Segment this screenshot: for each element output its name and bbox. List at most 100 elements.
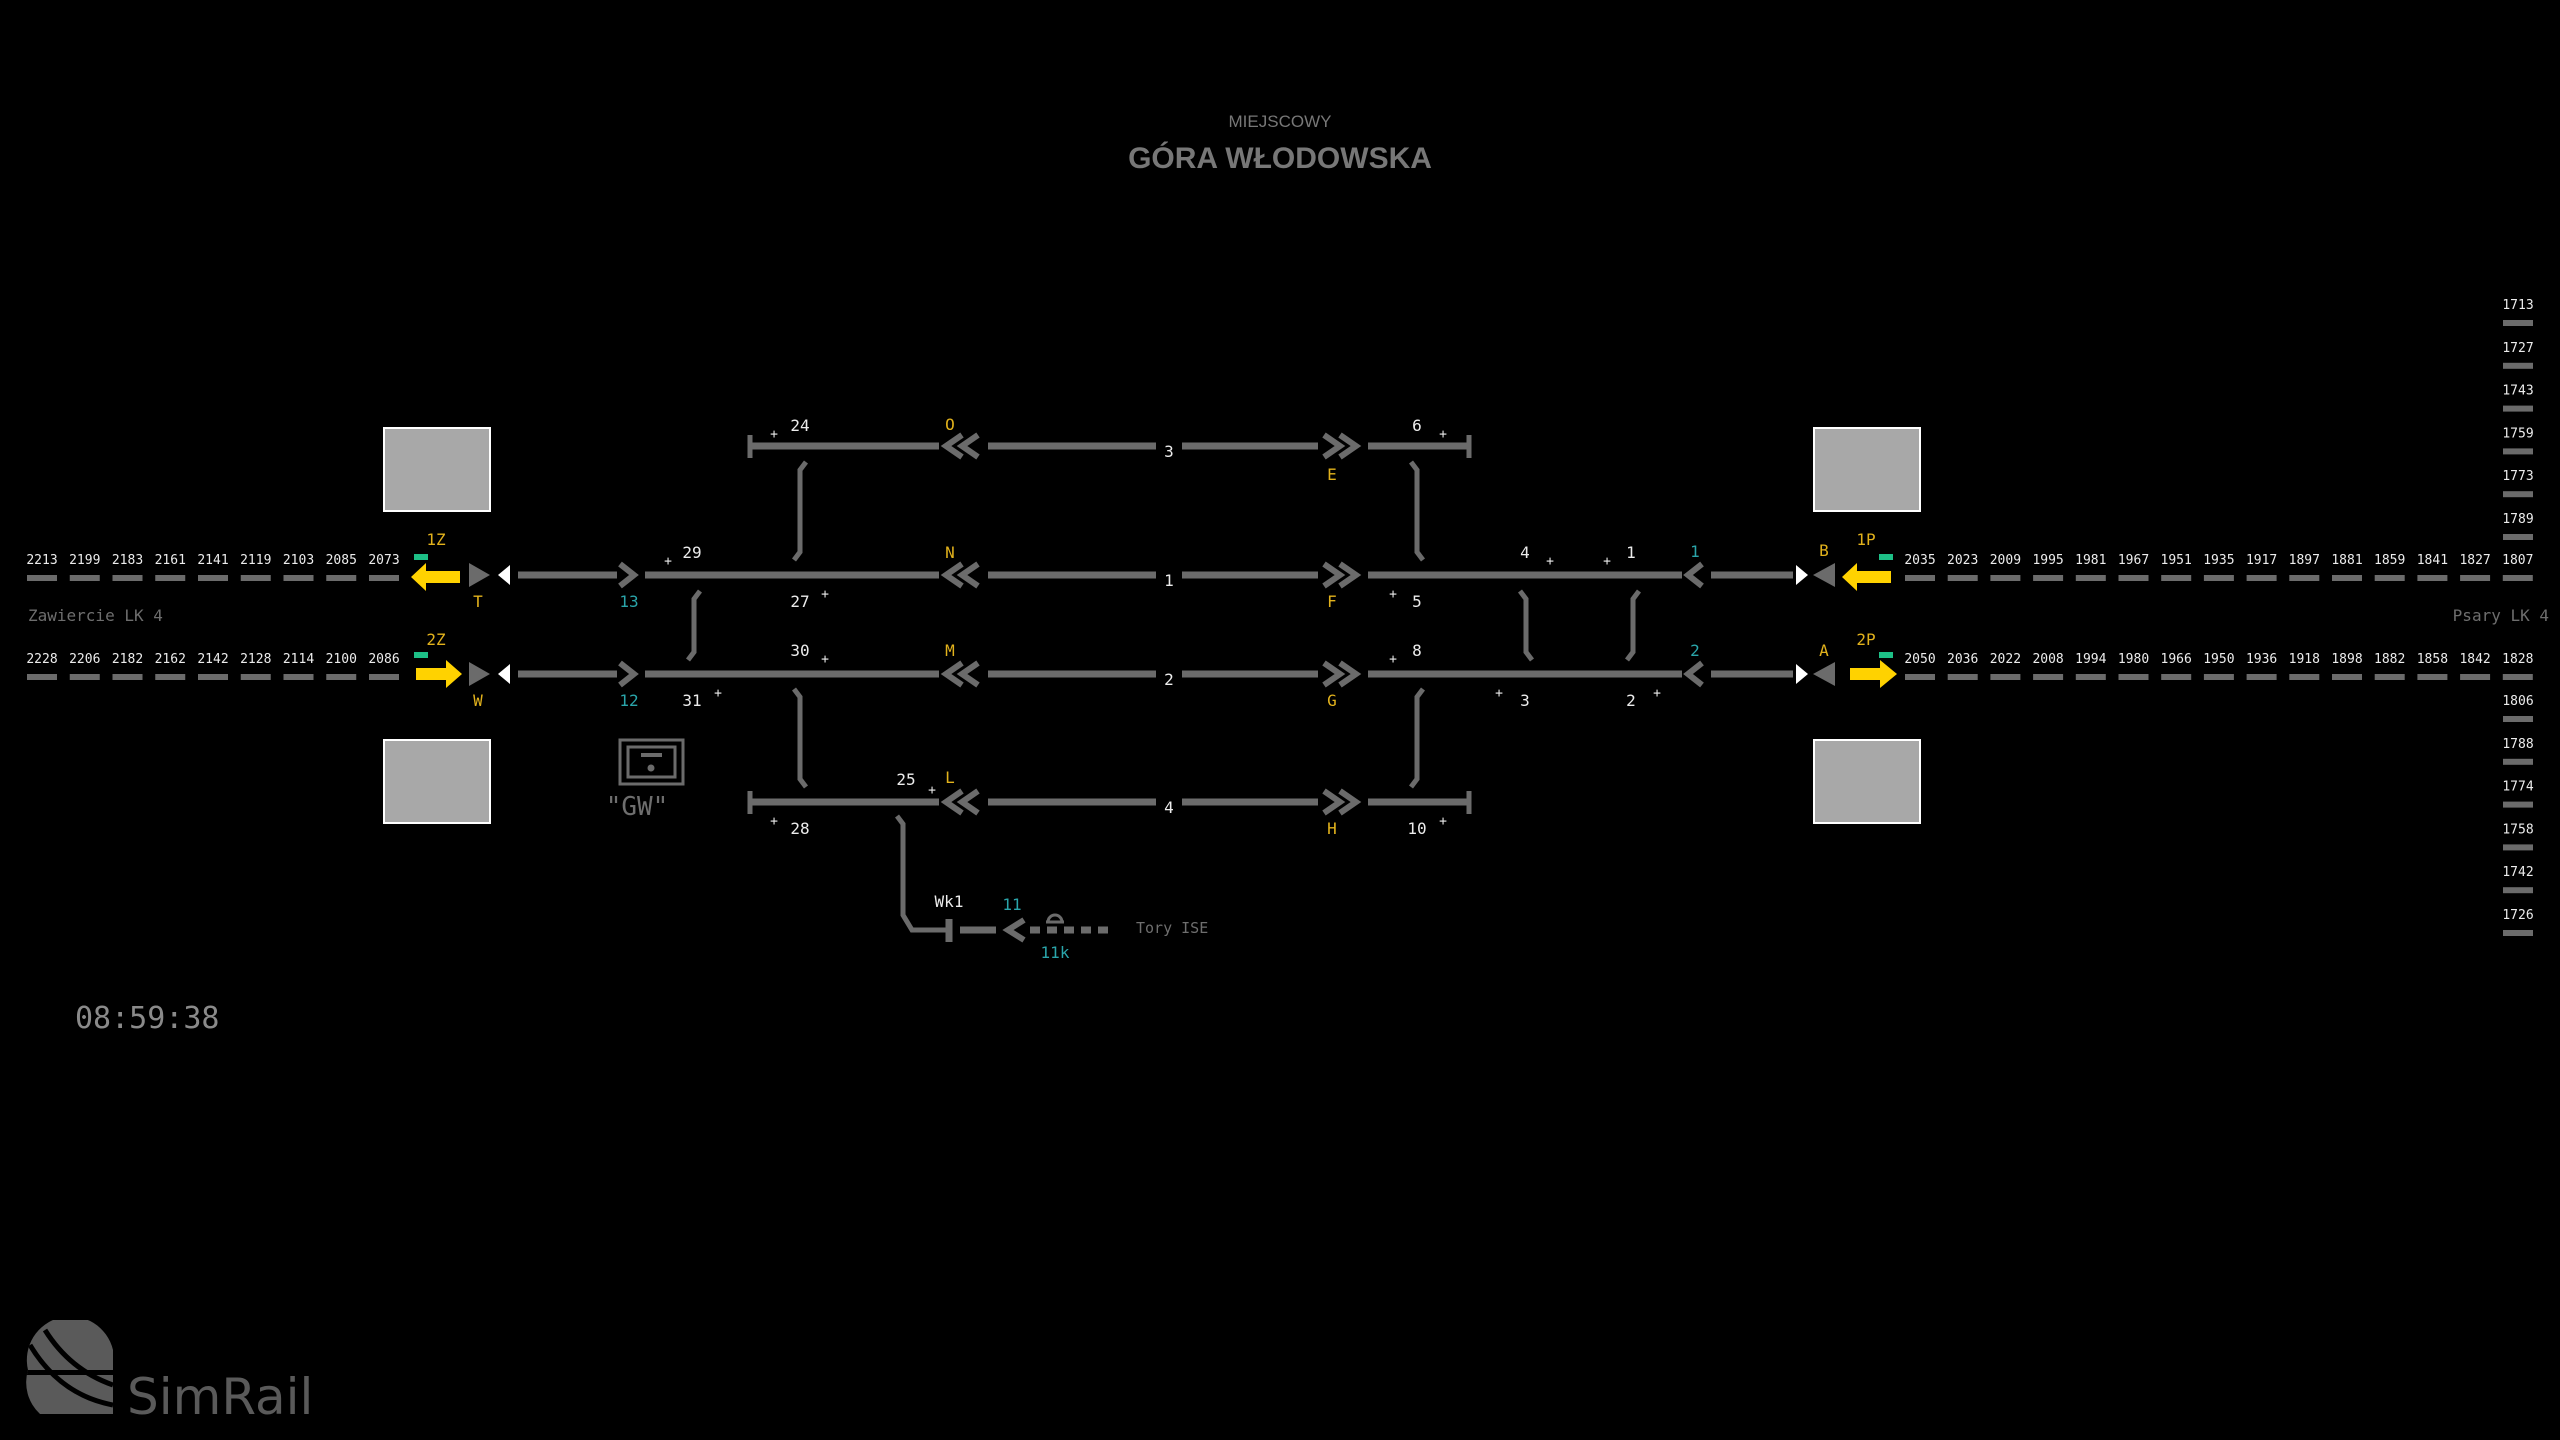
km-block-section[interactable]: [2503, 405, 2533, 412]
km-block-section[interactable]: [27, 575, 57, 581]
section-11-label[interactable]: 11: [1002, 895, 1021, 914]
signal-A-label[interactable]: A: [1819, 641, 1829, 660]
km-block-section[interactable]: [2289, 674, 2320, 680]
km-block-section[interactable]: [2460, 575, 2491, 581]
switch-6-label[interactable]: 6: [1412, 416, 1422, 435]
signal-G-label[interactable]: G: [1327, 691, 1337, 710]
track-4[interactable]: [747, 791, 1472, 814]
signal-B-icon[interactable]: [1813, 563, 1835, 587]
signal-M-label[interactable]: M: [945, 641, 955, 660]
km-block-section[interactable]: [198, 674, 228, 680]
km-block-section[interactable]: [2503, 320, 2533, 326]
km-block-section[interactable]: [2503, 448, 2533, 455]
signal-H-icon[interactable]: [1322, 788, 1362, 816]
km-block-section[interactable]: [2033, 575, 2064, 581]
signal-N-label[interactable]: N: [945, 543, 955, 562]
km-block-section[interactable]: [1947, 674, 1978, 680]
signal-L-label[interactable]: L: [945, 768, 955, 787]
km-block-section[interactable]: [2118, 575, 2149, 581]
switch-27-label[interactable]: 27: [790, 592, 809, 611]
switch-24-29-connector[interactable]: [792, 460, 808, 562]
km-block-section[interactable]: [2503, 930, 2533, 936]
switch-8-10-connector[interactable]: [1409, 687, 1425, 789]
signal-O-icon[interactable]: [940, 432, 980, 460]
section-13-label[interactable]: 13: [619, 592, 638, 611]
km-block-section[interactable]: [155, 674, 186, 680]
signal-E-label[interactable]: E: [1327, 465, 1337, 484]
signal-2P-arrow-right-icon[interactable]: [1850, 660, 1897, 688]
km-block-section[interactable]: [283, 575, 314, 581]
km-block-section[interactable]: [1905, 674, 1935, 680]
km-block-section[interactable]: [112, 674, 143, 680]
switch-8-label[interactable]: 8: [1412, 641, 1422, 660]
switch-2-label[interactable]: 2: [1626, 691, 1636, 710]
km-block-section[interactable]: [1905, 575, 1935, 581]
section-11k-label[interactable]: 11k: [1041, 943, 1070, 962]
track-3[interactable]: [747, 435, 1472, 458]
switch-30-label[interactable]: 30: [790, 641, 809, 660]
signal-L-icon[interactable]: [940, 788, 980, 816]
km-block-section[interactable]: [2503, 534, 2533, 540]
km-block-section[interactable]: [240, 575, 271, 581]
km-block-section[interactable]: [2118, 674, 2149, 680]
siding-connector[interactable]: [895, 814, 947, 933]
switch-1-label[interactable]: 1: [1626, 543, 1636, 562]
signal-B-label[interactable]: B: [1819, 541, 1829, 560]
switch-29-label[interactable]: 29: [682, 543, 701, 562]
signal-Wk1-label[interactable]: Wk1: [935, 892, 964, 911]
km-block-section[interactable]: [2203, 575, 2234, 581]
km-block-section[interactable]: [1990, 674, 2021, 680]
km-block-section[interactable]: [2161, 575, 2192, 581]
switch-25-label[interactable]: 25: [896, 770, 915, 789]
switch-28-label[interactable]: 28: [790, 819, 809, 838]
signal-F-label[interactable]: F: [1327, 592, 1337, 611]
signal-E-icon[interactable]: [1322, 432, 1362, 460]
switch-5-label[interactable]: 5: [1412, 592, 1422, 611]
signal-F-icon[interactable]: [1322, 561, 1362, 589]
km-block-section[interactable]: [2161, 674, 2192, 680]
km-block-section[interactable]: [2502, 575, 2533, 581]
km-block-section[interactable]: [2332, 575, 2362, 581]
km-block-section[interactable]: [2417, 575, 2448, 581]
km-block-section[interactable]: [2246, 575, 2277, 581]
km-block-section[interactable]: [112, 575, 143, 581]
signal-2Z-label[interactable]: 2Z: [426, 630, 446, 649]
signal-1P-label[interactable]: 1P: [1856, 530, 1875, 549]
switch-31-28-connector[interactable]: [792, 687, 808, 789]
signal-T-label[interactable]: T: [473, 592, 483, 611]
km-block-section[interactable]: [2503, 362, 2533, 369]
km-block-section[interactable]: [283, 674, 314, 680]
section-12-label[interactable]: 12: [619, 691, 638, 710]
signal-W-icon[interactable]: [469, 662, 490, 686]
km-block-section[interactable]: [2502, 674, 2533, 680]
switch-31-label[interactable]: 31: [682, 691, 701, 710]
km-block-section[interactable]: [1990, 575, 2021, 581]
signal-2P-label[interactable]: 2P: [1856, 630, 1875, 649]
switch-4-3-connector[interactable]: [1518, 589, 1534, 662]
km-block-section[interactable]: [2374, 674, 2405, 680]
km-block-section[interactable]: [2503, 801, 2533, 808]
switch-10-label[interactable]: 10: [1407, 819, 1426, 838]
km-block-section[interactable]: [2503, 887, 2533, 894]
km-block-section[interactable]: [155, 575, 186, 581]
signal-N-icon[interactable]: [940, 561, 980, 589]
switch-24-label[interactable]: 24: [790, 416, 809, 435]
km-block-section[interactable]: [2417, 674, 2448, 680]
signal-T-icon[interactable]: [469, 563, 490, 587]
signal-1P-arrow-left-icon[interactable]: [1842, 563, 1891, 591]
km-block-section[interactable]: [2075, 575, 2106, 581]
signal-T-shunt-icon[interactable]: [498, 565, 510, 585]
signal-A-icon[interactable]: [1813, 662, 1835, 686]
km-block-section[interactable]: [2503, 844, 2533, 851]
block-box-lower-left[interactable]: [383, 739, 491, 824]
km-block-section[interactable]: [69, 674, 100, 680]
km-block-section[interactable]: [27, 674, 57, 680]
block-box-lower-right[interactable]: [1813, 739, 1921, 824]
km-block-section[interactable]: [369, 575, 399, 581]
km-block-section[interactable]: [1947, 575, 1978, 581]
km-block-section[interactable]: [2503, 716, 2533, 722]
km-block-section[interactable]: [2460, 674, 2491, 680]
km-block-section[interactable]: [2203, 674, 2234, 680]
block-box-upper-left[interactable]: [383, 427, 491, 512]
signal-2Z-arrow-right-icon[interactable]: [416, 660, 462, 688]
